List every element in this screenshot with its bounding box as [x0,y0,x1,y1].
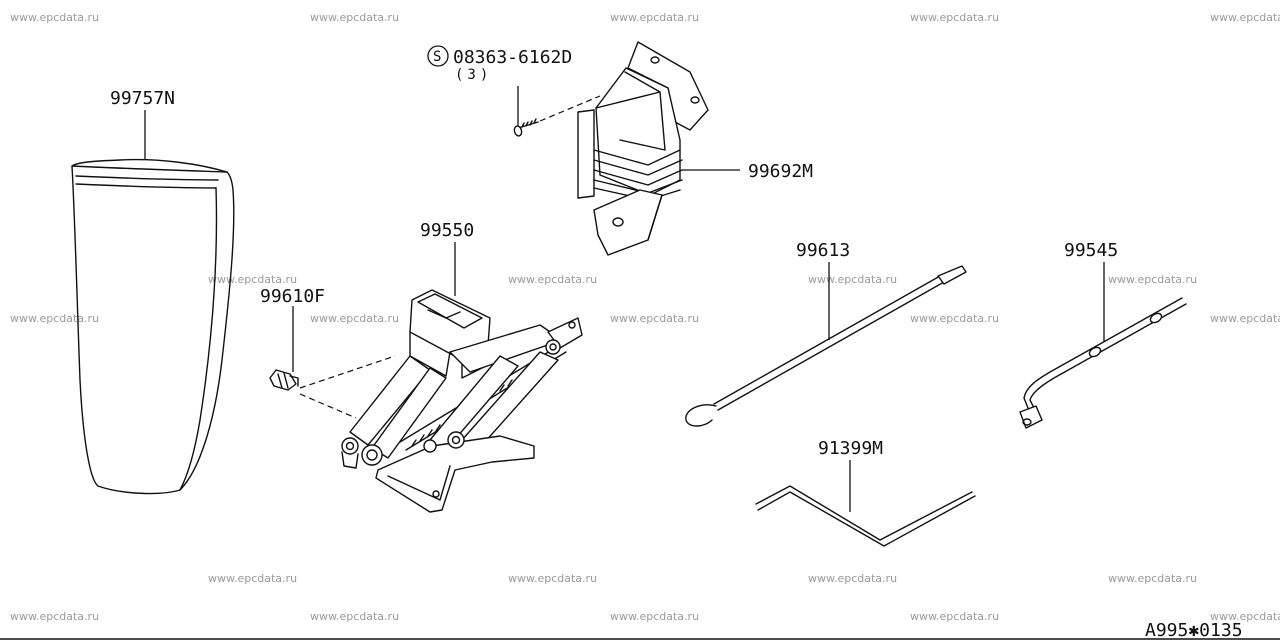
watermark: www.epcdata.ru [310,312,399,325]
clip-icon [269,369,299,391]
part-number-clip: 99610F [260,286,325,307]
rod: 91399M [755,438,976,547]
screw-symbol: S [433,49,441,65]
watermark: www.epcdata.ru [808,273,897,286]
watermark: www.epcdata.ru [508,273,597,286]
scissor-jack: 99550 [341,220,583,513]
watermark: www.epcdata.ru [508,572,597,585]
watermark: www.epcdata.ru [808,572,897,585]
watermark: www.epcdata.ru [310,610,399,623]
screw-callout: S 08363-6162D (3) [427,45,601,137]
clip: 99610F [260,286,396,419]
watermark: www.epcdata.ru [208,273,297,286]
watermark: www.epcdata.ru [910,11,999,24]
watermark: www.epcdata.ru [610,610,699,623]
watermark: www.epcdata.ru [1210,312,1280,325]
watermark: www.epcdata.ru [1108,273,1197,286]
wheel-wrench: 99545 [1019,240,1187,429]
watermark: www.epcdata.ru [910,610,999,623]
part-number-tool-bag: 99757N [110,88,175,109]
screw-icon [513,118,539,137]
watermark: www.epcdata.ru [910,312,999,325]
watermark: www.epcdata.ru [610,11,699,24]
watermark: www.epcdata.ru [10,312,99,325]
watermark: www.epcdata.ru [310,11,399,24]
watermark: www.epcdata.ru [1210,11,1280,24]
jack-handle: 99613 [685,240,967,427]
jack-bracket: 99692M [577,41,813,256]
part-number-jack-handle: 99613 [796,240,850,261]
part-number-rod: 91399M [818,438,883,459]
diagram-code: A995✱0135 [1145,620,1243,640]
s-symbol-icon [427,45,449,67]
screw-quantity: (3) [455,67,492,83]
part-number-screw: 08363-6162D [453,47,572,68]
watermark: www.epcdata.ru [1108,572,1197,585]
watermark: www.epcdata.ru [1210,610,1280,623]
watermark: www.epcdata.ru [10,610,99,623]
part-number-jack: 99550 [420,220,474,241]
part-number-bracket: 99692M [748,161,813,182]
watermark: www.epcdata.ru [610,312,699,325]
watermark: www.epcdata.ru [10,11,99,24]
watermark: www.epcdata.ru [208,572,297,585]
tool-bag: 99757N [71,88,235,495]
part-number-wheel-wrench: 99545 [1064,240,1118,261]
watermark-layer: www.epcdata.ru www.epcdata.ru www.epcdat… [10,11,1280,623]
